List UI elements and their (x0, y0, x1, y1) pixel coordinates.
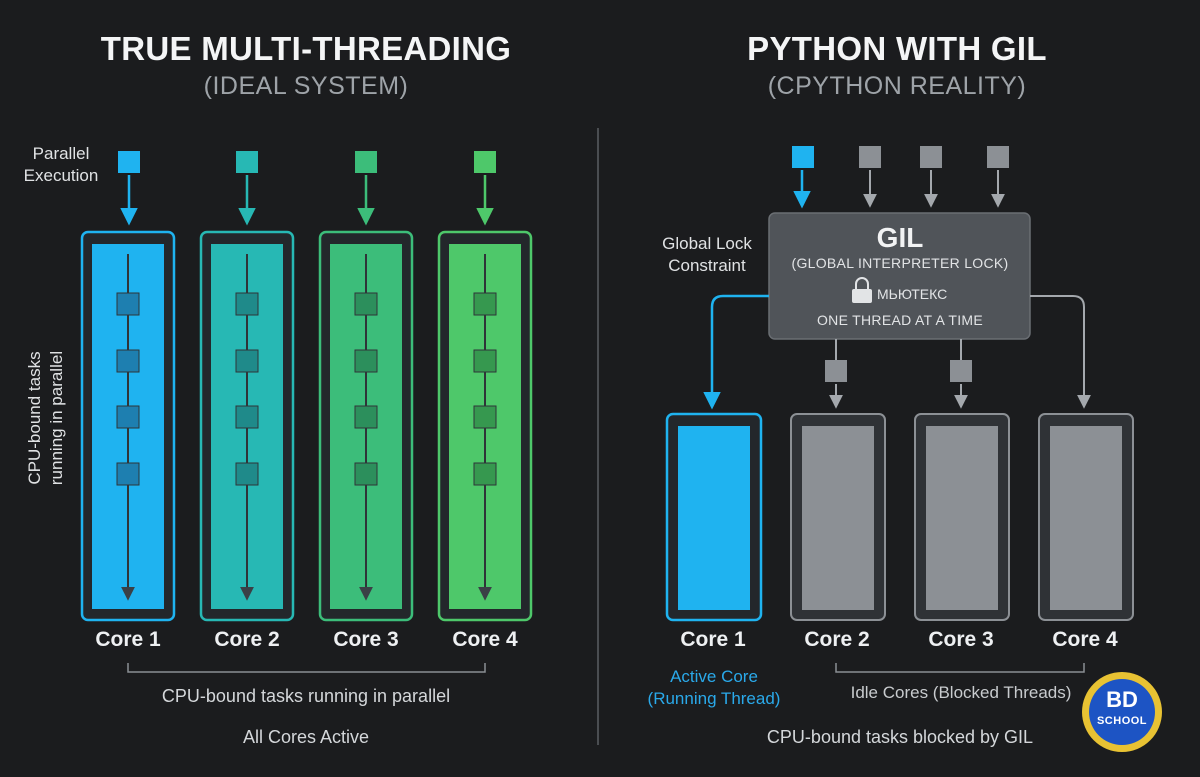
constraint-line-2: Constraint (668, 256, 746, 275)
left-caption-all-active: All Cores Active (242, 727, 370, 747)
right-core-4-label: Core 4 (1052, 628, 1118, 651)
logo-badge: BD SCHOOL (1089, 679, 1155, 745)
parallel-label-line-2: Execution (23, 166, 99, 185)
right-bottom-caption: CPU-bound tasks blocked by GIL (766, 727, 1034, 747)
right-thread-2-waiting (859, 146, 881, 208)
gil-box (768, 212, 1031, 340)
gil-to-core-3-blocked (950, 339, 972, 409)
left-core-2-label: Core 2 (214, 628, 280, 651)
idle-cores-caption: Idle Cores (Blocked Threads) (850, 683, 1072, 702)
right-core-3-box (914, 413, 1010, 621)
cpu-tasks-vertical-label: CPU-bound tasks running in parallel (24, 351, 68, 485)
gil-subtitle: (GLOBAL INTERPRETER LOCK) (791, 255, 1009, 271)
left-subtitle: (IDEAL SYSTEM) (203, 72, 409, 100)
active-caption-line-1: Active Core (670, 667, 758, 686)
padlock-icon (852, 277, 872, 303)
left-core-1-box (80, 230, 176, 622)
vertical-label-line-1: CPU-bound tasks (25, 351, 44, 485)
right-subtitle: (CPYTHON REALITY) (767, 72, 1027, 100)
right-title: PYTHON WITH GIL (747, 30, 1047, 67)
left-core-4-label: Core 4 (452, 628, 518, 651)
left-core-2-box (199, 230, 295, 622)
right-core-4-box (1038, 413, 1134, 621)
constraint-line-1: Global Lock (662, 234, 752, 253)
logo-text-school: SCHOOL (1096, 715, 1148, 727)
right-core-2-box (790, 413, 886, 621)
parallel-execution-label: Parallel Execution (24, 143, 99, 187)
right-thread-1-active (792, 146, 814, 209)
gil-to-core-1-arrow (703, 294, 769, 410)
active-core-caption: Active Core (Running Thread) (648, 666, 781, 710)
parallel-label-line-1: Parallel (32, 144, 90, 163)
left-bracket (127, 663, 486, 673)
left-thread-2 (236, 151, 258, 226)
gil-to-core-2-blocked (825, 339, 847, 409)
gil-lock-text: МЬЮТЕКС (877, 286, 948, 302)
left-thread-1 (118, 151, 140, 226)
right-core-2-label: Core 2 (804, 628, 870, 651)
right-thread-4-waiting (987, 146, 1009, 208)
gil-title: GIL (876, 222, 924, 253)
left-core-3-label: Core 3 (333, 628, 399, 651)
right-core-1-box (665, 412, 763, 622)
left-thread-4 (474, 151, 496, 226)
gil-one-thread: ONE THREAD AT A TIME (816, 312, 984, 328)
bd-school-logo: BD SCHOOL (1082, 672, 1162, 752)
right-thread-3-waiting (920, 146, 942, 208)
vertical-label-line-2: running in parallel (47, 350, 66, 486)
left-core-1-label: Core 1 (95, 628, 161, 651)
idle-cores-bracket (835, 663, 1085, 673)
left-title: TRUE MULTI-THREADING (100, 30, 512, 67)
left-core-3-box (318, 230, 414, 622)
logo-text-bd: BD (1106, 687, 1138, 712)
right-core-1-label: Core 1 (680, 628, 746, 651)
left-core-4-box (437, 230, 533, 622)
gil-to-core-4-arrow (1030, 295, 1091, 409)
active-caption-line-2: (Running Thread) (647, 689, 781, 708)
left-caption-parallel: CPU-bound tasks running in parallel (161, 686, 451, 706)
left-thread-3 (355, 151, 377, 226)
global-lock-constraint-label: Global Lock Constraint (662, 233, 752, 277)
right-core-3-label: Core 3 (928, 628, 994, 651)
